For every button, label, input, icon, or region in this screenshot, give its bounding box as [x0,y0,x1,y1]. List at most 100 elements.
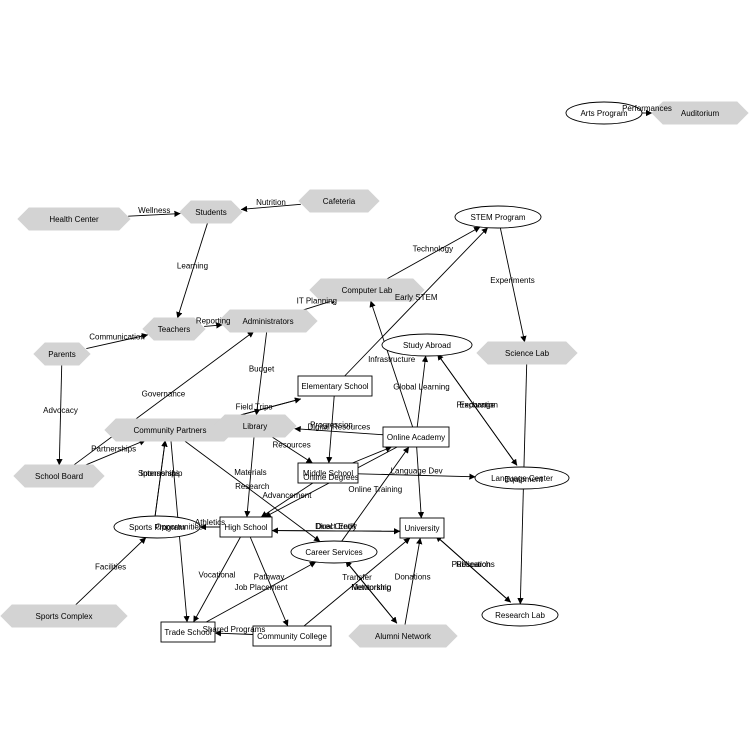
edge-career-to-online [341,446,410,542]
edge-high-to-trade [193,536,241,623]
edge-label: Experiments [490,276,534,285]
edge-middle-to-high [260,482,314,518]
edge-online-to-library [294,425,384,436]
edge-label: Learning [177,262,208,271]
edge-middle-to-langcenter [357,473,476,480]
edge-label: Partnerships [91,444,136,453]
node-langcenter: Language Center [474,466,570,490]
edge-alumni-to-university [404,537,423,626]
node-teachers: Teachers [142,317,206,341]
node-university: University [399,517,445,539]
edge-schoolboard-to-compartners [81,439,146,467]
edge-label: Networking [351,583,391,592]
edge-library-to-middle [270,435,313,464]
node-label: Science Lab [505,349,550,358]
edge-label: Sponsorship [138,469,183,478]
edge-cc-to-trade [214,630,254,637]
node-students: Students [179,200,243,224]
node-trade: Trade School [160,621,216,643]
edge-complab-to-stem [385,226,481,280]
edge-sports-to-compartners [154,440,168,516]
ellipse-shape [565,101,643,125]
node-label: STEM Program [470,213,525,222]
node-label: Administrators [242,317,293,326]
box-shape [160,621,216,643]
edge-elementary-to-stem [344,227,489,377]
edge-sportscomplex-to-sports [74,537,147,606]
node-label: Elementary School [301,382,368,391]
node-label: Middle School [303,469,353,478]
hexagon-shape [0,604,128,628]
node-studyabroad: Study Abroad [381,333,473,357]
edge-label: Language Dev [391,466,443,475]
node-label: University [404,524,439,533]
edge-label: Transfer [342,573,372,582]
edge-label: Mentorship [351,583,391,592]
edge-label: Infrastructure [368,355,416,364]
edge-health-to-students [128,210,181,218]
hexagon-shape [298,189,380,213]
edge-label: Nutrition [256,198,286,207]
node-alumni: Alumni Network [348,624,458,648]
node-compartners: Community Partners [104,418,236,442]
node-career: Career Services [290,540,378,564]
edge-label: Budget [249,365,275,374]
ellipse-shape [113,515,201,539]
node-label: Sports Program [129,523,185,532]
node-library: Library [213,414,297,438]
node-health: Health Center [17,207,131,231]
node-label: Career Services [305,548,362,557]
node-schoolboard: School Board [13,464,105,488]
edge-schoolboard-to-admins [72,331,255,466]
edge-label: Online Degrees [303,473,359,482]
hexagon-shape [213,414,297,438]
node-sportscomplex: Sports Complex [0,604,128,628]
edge-label: Digital Resources [308,423,371,432]
edge-label: Shared Programs [203,625,266,634]
edge-label: Facilities [95,562,126,571]
edge-cafeteria-to-students [240,203,301,213]
edge-label: Donations [395,573,431,582]
node-sciencelab: Science Lab [476,341,578,365]
edge-label: Progression [310,421,353,430]
edge-online-to-studyabroad [416,355,429,428]
edge-parents-to-teachers [86,333,149,350]
edge-admins-to-library [253,331,268,416]
node-label: Library [243,422,267,431]
node-label: Community Partners [134,426,207,435]
edge-alumni-to-career [345,560,398,624]
ellipse-shape [474,466,570,490]
ellipse-shape [454,205,542,229]
node-cc: Community College [252,625,332,647]
edge-compartners-to-career [184,440,321,542]
hexagon-shape [348,624,458,648]
box-shape [399,517,445,539]
node-parents: Parents [33,342,91,366]
edge-trade-to-career [206,561,317,623]
ellipse-shape [290,540,378,564]
box-shape [219,516,273,538]
edge-label: Governance [142,390,186,399]
edge-label: Materials [234,468,266,477]
node-label: Online Academy [387,433,445,442]
edge-library-to-high [244,436,255,518]
hexagon-shape [142,317,206,341]
hexagon-shape [651,101,749,125]
edge-research-to-university [435,535,511,603]
edge-high-to-cc [249,536,289,627]
edges-layer [56,109,653,637]
node-middle: Middle School [297,462,359,484]
edge-label: Field Trips [236,402,273,411]
node-label: Study Abroad [403,341,451,350]
edge-label: Technology [413,244,453,253]
node-label: Health Center [49,215,99,224]
hexagon-shape [13,464,105,488]
edge-middle-to-online [352,446,392,464]
edge-label: Online Training [348,485,402,494]
node-label: Cafeteria [323,197,356,206]
edge-label: Early STEM [395,293,438,302]
hexagon-shape [179,200,243,224]
ellipse-shape [381,333,473,357]
